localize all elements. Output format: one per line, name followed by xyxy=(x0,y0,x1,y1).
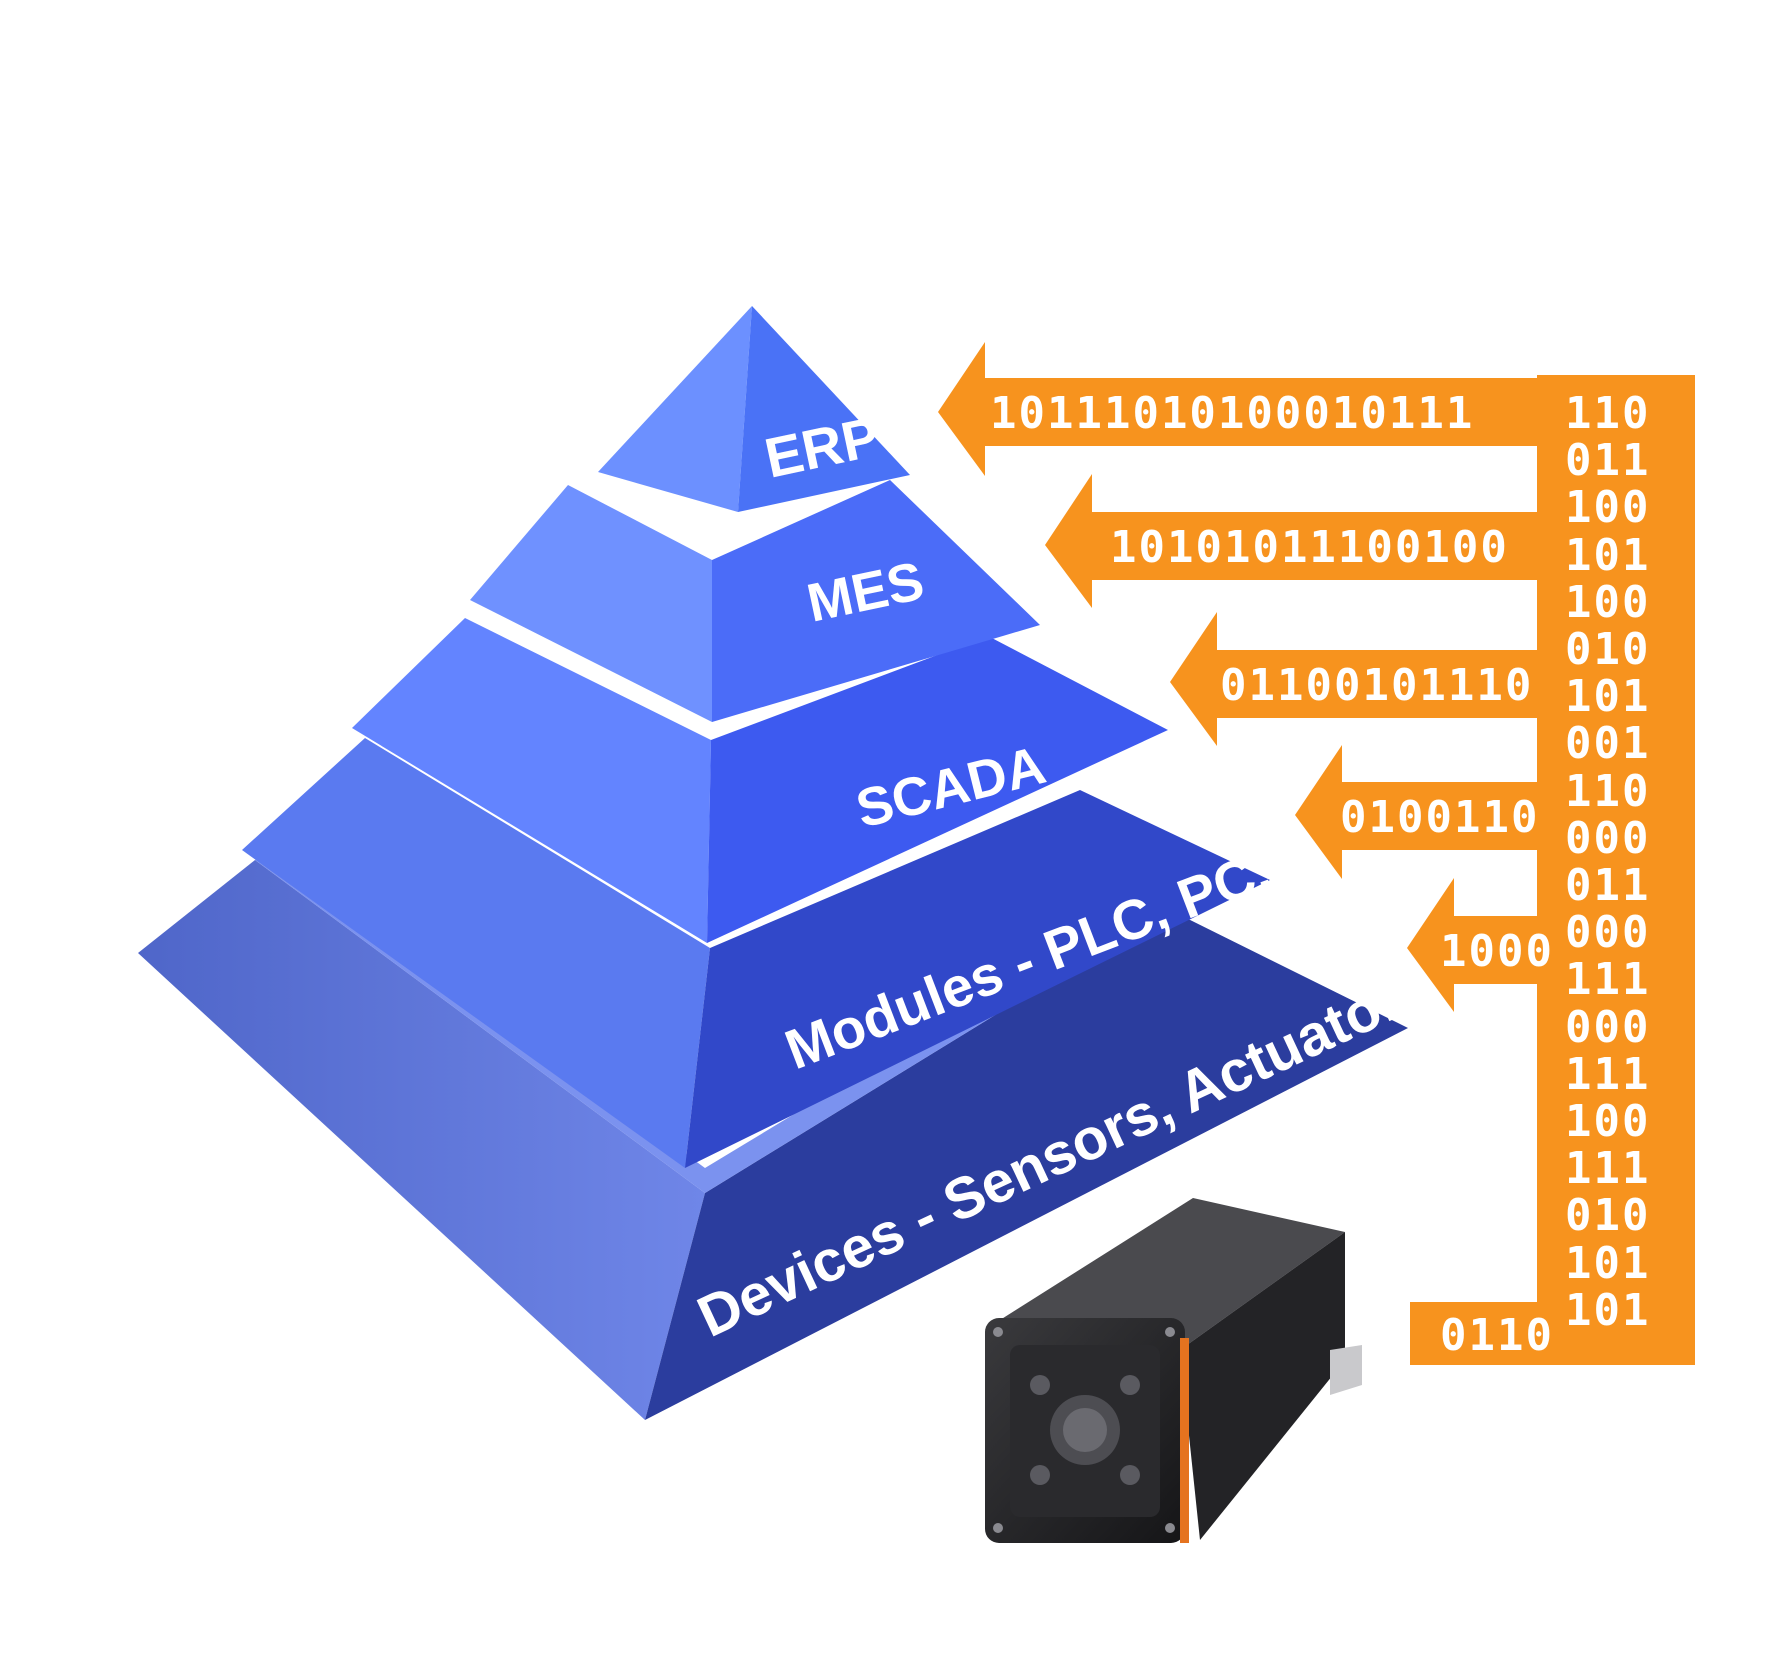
data-arrow-scada xyxy=(1170,612,1545,746)
bottom-row-bits: 0110 xyxy=(1440,1310,1554,1361)
data-flow-trunk xyxy=(1537,375,1695,1365)
pyramid-level-modules xyxy=(242,738,1270,1168)
camera-screw xyxy=(993,1523,1003,1533)
trunk-bits: 101 xyxy=(1565,671,1650,722)
camera-led xyxy=(1120,1465,1140,1485)
trunk-bits: 011 xyxy=(1565,435,1650,486)
data-flow-bottom-leg xyxy=(1410,1302,1545,1365)
level-mes-front-face xyxy=(712,480,1040,722)
trunk-bits: 101 xyxy=(1565,1238,1650,1289)
camera-led xyxy=(1120,1375,1140,1395)
trunk-bits: 010 xyxy=(1565,624,1650,675)
level-erp-left-side xyxy=(598,306,752,512)
arrow-head-left-icon xyxy=(938,342,985,476)
camera-tail xyxy=(1330,1345,1362,1395)
vision-sensor-camera-icon xyxy=(985,1198,1362,1543)
data-arrow-erp xyxy=(938,342,1545,476)
arrow-bits-devices: 1000 xyxy=(1440,926,1554,977)
level-scada-front-face xyxy=(707,636,1168,943)
trunk-bits: 100 xyxy=(1565,482,1650,533)
trunk-bits: 100 xyxy=(1565,1096,1650,1147)
arrow-head-left-icon xyxy=(1045,474,1092,608)
camera-lens-inner xyxy=(1063,1408,1107,1452)
arrow-head-left-icon xyxy=(1295,745,1342,879)
data-flow-bus: 10111010100010111 10101011100100 0110010… xyxy=(938,342,1695,1365)
trunk-bits: 111 xyxy=(1565,1049,1650,1100)
trunk-bits: 001 xyxy=(1565,718,1650,769)
trunk-bits: 110 xyxy=(1565,766,1650,817)
camera-body-side xyxy=(1180,1232,1345,1540)
camera-led xyxy=(1030,1375,1050,1395)
automation-pyramid: ERP MES SCADA Modules - PLC, PC, PID Dev… xyxy=(138,306,1710,1420)
data-arrow-mes xyxy=(1045,474,1545,608)
level-scada-left-side xyxy=(352,618,711,943)
camera-orange-ring xyxy=(1180,1338,1189,1543)
camera-screw xyxy=(1165,1523,1175,1533)
level-erp-front-face xyxy=(738,306,910,512)
pyramid-level-erp xyxy=(598,306,910,512)
pyramid-level-mes xyxy=(470,480,1040,722)
trunk-bits: 000 xyxy=(1565,1002,1650,1053)
level-mes-left-side xyxy=(470,485,712,722)
trunk-bits: 111 xyxy=(1565,1143,1650,1194)
camera-screw xyxy=(1165,1327,1175,1337)
arrow-bits-erp: 10111010100010111 xyxy=(990,388,1474,439)
trunk-bits: 110 xyxy=(1565,388,1650,439)
level-modules-front-face xyxy=(685,790,1270,1168)
arrow-bits-mes: 10101011100100 xyxy=(1110,522,1509,573)
trunk-bits: 101 xyxy=(1565,530,1650,581)
trunk-bits: 010 xyxy=(1565,1190,1650,1241)
camera-led xyxy=(1030,1465,1050,1485)
data-arrow-devices xyxy=(1407,878,1545,1012)
trunk-bits: 100 xyxy=(1565,577,1650,628)
level-modules-left-side xyxy=(242,738,710,1168)
trunk-bits: 011 xyxy=(1565,860,1650,911)
pyramid-level-devices xyxy=(138,850,1408,1420)
camera-body-top xyxy=(1000,1198,1345,1350)
trunk-bits: 000 xyxy=(1565,813,1650,864)
trunk-bits: 111 xyxy=(1565,954,1650,1005)
camera-screw xyxy=(993,1327,1003,1337)
arrow-head-left-icon xyxy=(1170,612,1217,746)
arrow-head-left-icon xyxy=(1407,878,1454,1012)
level-devices-left-side xyxy=(138,860,705,1420)
trunk-bits: 000 xyxy=(1565,907,1650,958)
trunk-bits: 101 xyxy=(1565,1285,1650,1336)
level-devices-front-face xyxy=(645,909,1408,1420)
arrow-bits-modules: 0100110 xyxy=(1340,792,1539,843)
trunk-bit-column: 1100111001011000101010011100000110001110… xyxy=(1565,388,1650,1336)
data-arrow-modules xyxy=(1295,745,1545,879)
pyramid-level-scada xyxy=(352,618,1168,943)
arrow-bits-scada: 01100101110 xyxy=(1220,660,1533,711)
